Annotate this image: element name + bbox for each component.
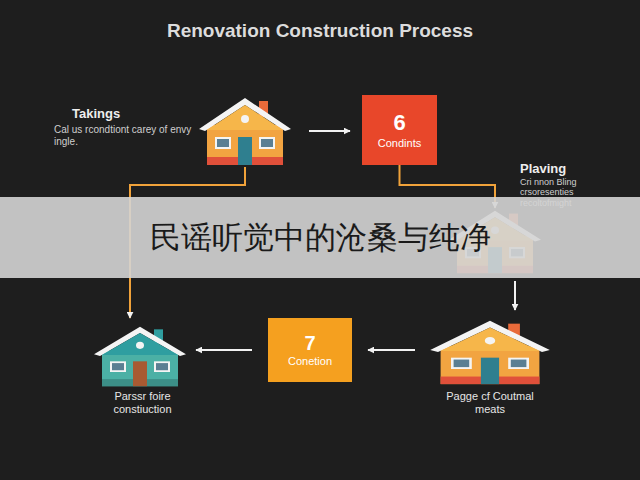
flow-arrow [514, 281, 516, 310]
flow-arrow [368, 349, 415, 351]
step-number: 7 [304, 331, 315, 355]
house-step: Parssr foire constiuction [85, 322, 200, 418]
step-caption: Parssr foire constiuction [87, 390, 198, 415]
step-caption: Pagge cf Coutmal meats [430, 390, 550, 415]
banner-text: 民谣听觉中的沧桑与纯净 [0, 217, 640, 259]
house-icon [195, 95, 295, 167]
step-label: Condints [378, 137, 421, 150]
step-caption: Cal us rcondtiont carey of envy ingle. [54, 124, 192, 147]
overlay-banner: 民谣听觉中的沧桑与纯净 [0, 197, 640, 278]
step-label: Conetion [288, 355, 332, 368]
house-icon [425, 318, 555, 386]
house-step: Pagge cf Coutmal meats [420, 318, 560, 418]
step-number: 6 [393, 110, 405, 136]
step-heading: Takings [72, 107, 192, 122]
house-step: TakingsCal us rcondtiont carey of envy i… [50, 95, 295, 167]
diagram-title: Renovation Construction Process [0, 20, 640, 42]
step-box: 6Condints [362, 95, 437, 165]
flow-arrow [309, 130, 350, 132]
flow-arrow [196, 349, 252, 351]
step-heading: Plaving [520, 162, 602, 177]
step-box: 7Conetion [268, 318, 352, 382]
house-icon [90, 324, 190, 388]
